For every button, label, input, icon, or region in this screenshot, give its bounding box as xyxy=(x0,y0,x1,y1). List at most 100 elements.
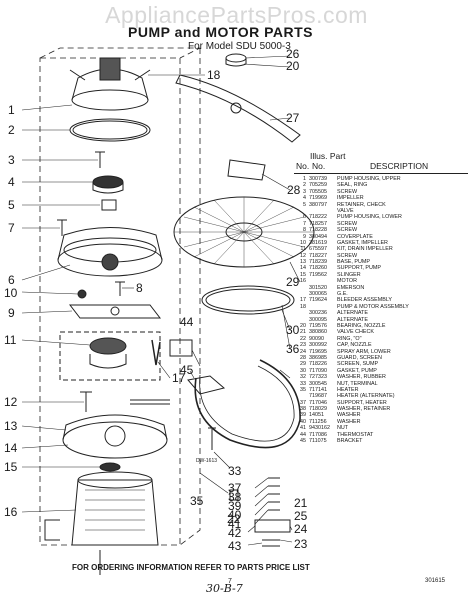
row-description: SCREEN, SUMP xyxy=(337,361,379,368)
row-illus-no: 3 xyxy=(303,188,306,195)
header-rule xyxy=(294,173,468,174)
row-illus-no: 28 xyxy=(300,354,306,361)
callout-36: 36 xyxy=(286,342,300,356)
callout-11: 11 xyxy=(4,333,17,347)
row-description: WASHER xyxy=(337,412,361,419)
header-part-no: No. xyxy=(312,161,326,171)
row-part-no: 90090 xyxy=(309,335,324,342)
callout-5: 5 xyxy=(8,198,15,212)
callout-3: 3 xyxy=(8,153,15,167)
row-part-no: 711075 xyxy=(309,438,327,445)
row-illus-no: 45 xyxy=(300,438,306,445)
callout-21: 21 xyxy=(294,496,308,510)
row-illus-no: 15 xyxy=(300,271,306,278)
row-description: RING, "O" xyxy=(337,335,362,342)
row-part-no: 719562 xyxy=(309,271,327,278)
row-illus-no: 14 xyxy=(300,265,306,272)
row-description: SCREW xyxy=(337,220,358,227)
row-illus-no: 6 xyxy=(303,214,306,221)
watermark-text: AppliancePartsPros.com xyxy=(105,2,368,28)
row-description: ALTERNATE xyxy=(337,316,368,323)
row-description: HEATER xyxy=(337,386,359,393)
callout-13: 13 xyxy=(4,419,18,433)
row-part-no: 718228 xyxy=(309,227,327,234)
row-part-no: 301520 xyxy=(309,284,327,291)
row-illus-no: 2 xyxy=(303,182,306,189)
row-illus-no: 30 xyxy=(300,367,306,374)
row-part-no: 300992 xyxy=(309,342,327,349)
table-row: 300236 ALTERNATE xyxy=(294,310,470,316)
row-part-no: 300236 xyxy=(309,310,327,317)
row-description: WASHER xyxy=(337,418,361,425)
row-part-no: 711256 xyxy=(309,418,327,425)
row-part-no: 719624 xyxy=(309,297,327,304)
row-illus-no: 8 xyxy=(303,227,306,234)
row-description: VALVE CHECK xyxy=(337,329,374,336)
row-illus-no: 7 xyxy=(303,220,306,227)
row-description: BLEEDER ASSEMBLY xyxy=(337,297,393,304)
row-description: NUT xyxy=(337,425,349,432)
row-description: SCREW xyxy=(337,227,358,234)
callout-30: 30 xyxy=(286,323,300,337)
row-illus-no: 9 xyxy=(303,233,306,240)
row-description: PUMP HOUSING, UPPER xyxy=(337,176,401,182)
row-illus-no: 41 xyxy=(300,425,306,432)
row-part-no: 717141 xyxy=(309,386,327,393)
row-illus-no: 13 xyxy=(300,259,306,266)
callout-45: 45 xyxy=(180,363,194,377)
row-part-no: 717090 xyxy=(309,367,327,374)
row-illus-no: 10 xyxy=(300,239,306,246)
row-illus-no: 24 xyxy=(300,348,306,355)
row-description: ALTERNATE xyxy=(337,310,368,317)
callout-43: 43 xyxy=(228,539,242,553)
callout-37: 37 xyxy=(228,481,242,495)
row-description: GASKET, IMPELLER xyxy=(337,239,388,246)
callout-38: 38 xyxy=(228,490,242,504)
row-part-no: 14051 xyxy=(309,412,324,419)
callout-12: 12 xyxy=(4,395,18,409)
callout-1: 1 xyxy=(8,103,15,117)
row-illus-no: 12 xyxy=(300,252,306,259)
row-description: VALVE xyxy=(337,207,354,214)
callout-26: 26 xyxy=(286,47,300,61)
row-part-no: 300545 xyxy=(309,380,327,387)
header-illus-part: Illus. Part xyxy=(310,151,346,161)
row-description: SUPPORT, PUMP xyxy=(337,265,381,272)
callout-22: 22 xyxy=(227,512,241,526)
row-description: PUMP HOUSING, LOWER xyxy=(337,214,402,221)
row-illus-no: 23 xyxy=(300,342,306,349)
row-part-no: 718222 xyxy=(309,214,327,221)
row-part-no: 727323 xyxy=(309,374,327,381)
row-part-no: 719969 xyxy=(309,195,327,202)
callout-44: 44 xyxy=(180,315,194,329)
row-part-no: 718239 xyxy=(309,259,327,266)
row-illus-no: 22 xyxy=(300,335,306,342)
page-subtitle: For Model SDU 5000-3 xyxy=(188,41,291,52)
page-number: 7 xyxy=(228,578,232,585)
row-illus-no: 5 xyxy=(303,201,306,208)
row-description: WASHER, RETAINER xyxy=(337,406,391,413)
row-description: CAP, NOZZLE xyxy=(337,342,372,349)
row-description: KIT, DRAIN IMPELLER xyxy=(337,246,393,253)
row-part-no: 718227 xyxy=(309,252,327,259)
row-part-no: 718257 xyxy=(309,220,327,227)
